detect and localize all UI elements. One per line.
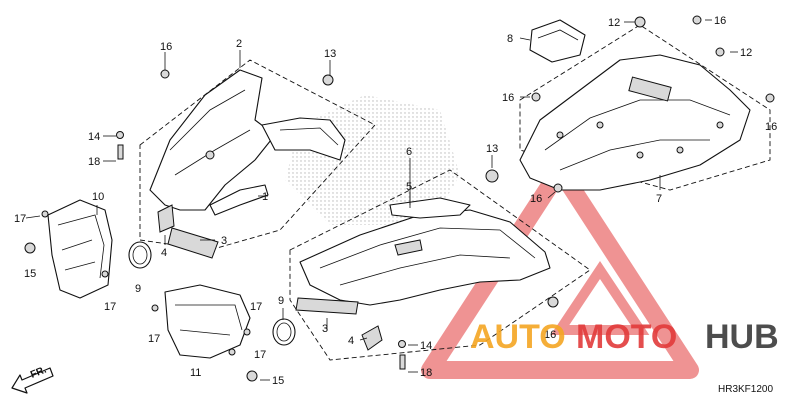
callout-16-f: 16 <box>544 329 556 341</box>
part-stay <box>209 184 269 216</box>
callout-5: 5 <box>406 181 412 193</box>
callout-14-a: 14 <box>88 131 100 143</box>
callout-18-a: 18 <box>88 156 100 168</box>
callout-17-b: 17 <box>104 301 116 313</box>
callout-11: 11 <box>190 367 201 379</box>
watermark-part-moto: MOTO <box>576 318 677 356</box>
part-pad-upper <box>157 204 175 233</box>
front-direction-arrow: FR. <box>11 364 54 394</box>
callout-4-b: 4 <box>348 335 354 347</box>
part-pad-lower <box>361 325 383 351</box>
callout-9-b: 9 <box>278 295 284 307</box>
callout-13-b: 13 <box>486 143 498 155</box>
callout-18-b: 18 <box>420 367 432 379</box>
fasteners <box>24 15 775 382</box>
part-cap <box>529 19 586 63</box>
callout-16-a: 16 <box>160 41 172 53</box>
callout-16-e: 16 <box>530 193 542 205</box>
callout-15-b: 15 <box>272 375 284 387</box>
assembly-boundary-upper <box>139 59 376 251</box>
watermark-part-hub: HUB <box>705 318 779 356</box>
callout-13-a: 13 <box>324 48 336 60</box>
callout-17-a: 17 <box>14 213 26 225</box>
assembly-boundary-lower <box>289 169 591 361</box>
callout-7: 7 <box>656 193 662 205</box>
callout-17-c: 17 <box>148 333 160 345</box>
callout-16-b: 16 <box>714 15 726 27</box>
callout-14-b: 14 <box>420 340 432 352</box>
part-grommet-left <box>128 241 152 269</box>
callout-12-b: 12 <box>740 47 752 59</box>
callout-8: 8 <box>507 33 513 45</box>
part-side-cover-right <box>164 284 251 359</box>
assembly-boundary-rear <box>519 24 771 191</box>
part-rear-fender <box>519 54 751 191</box>
callout-labels: 16 2 13 14 18 1 3 4 10 17 15 9 17 6 5 13… <box>14 15 777 387</box>
callout-17-e: 17 <box>254 349 266 361</box>
callout-12-a: 12 <box>608 17 620 29</box>
diagram-code: HR3KF1200 <box>718 384 773 395</box>
part-front-fender-upper <box>149 69 346 211</box>
callout-10: 10 <box>92 191 104 203</box>
callout-3-a: 3 <box>221 235 227 247</box>
callout-6: 6 <box>406 146 412 158</box>
part-front-fender-lower <box>299 197 551 306</box>
part-rubber-strip-lower <box>295 297 359 315</box>
leader-lines <box>25 19 738 381</box>
callout-3-b: 3 <box>322 323 328 335</box>
part-grommet-right <box>272 318 296 346</box>
callout-15-a: 15 <box>24 268 36 280</box>
part-rubber-strip-upper <box>167 227 219 259</box>
part-side-cover-left <box>47 199 113 299</box>
watermark-wordmark: AUTO MOTO HUB <box>470 318 779 356</box>
watermark-part-auto: AUTO <box>470 318 566 356</box>
callout-4-a: 4 <box>161 247 167 259</box>
callout-16-d: 16 <box>765 121 777 133</box>
callout-1: 1 <box>262 191 268 203</box>
callout-16-c: 16 <box>502 92 514 104</box>
callout-17-d: 17 <box>250 301 262 313</box>
callout-9-a: 9 <box>135 283 141 295</box>
callout-2: 2 <box>236 38 242 50</box>
